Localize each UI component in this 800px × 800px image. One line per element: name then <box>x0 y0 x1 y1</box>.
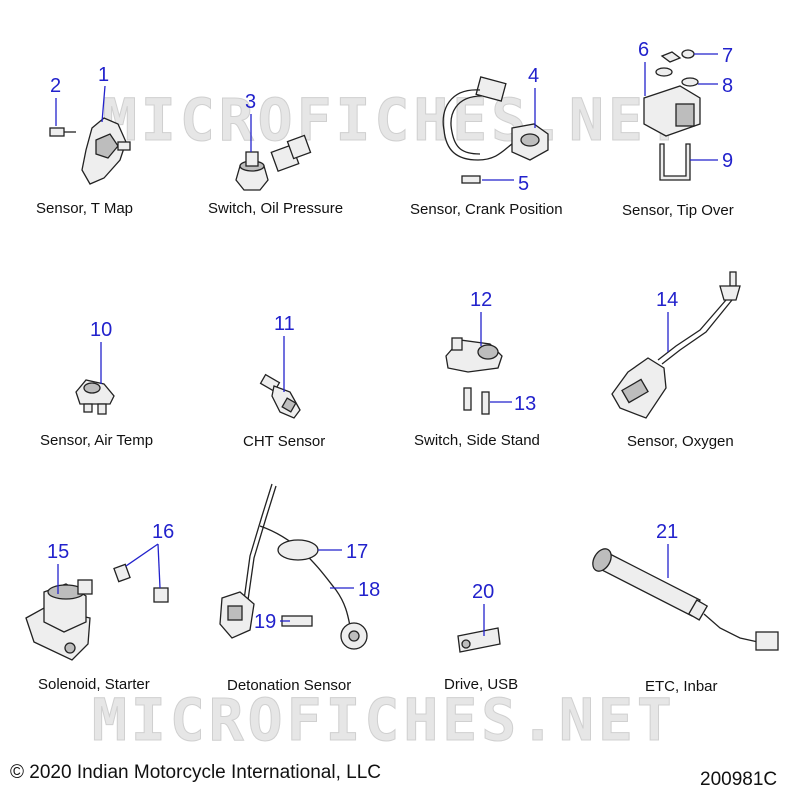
callout-15: 15 <box>47 541 69 563</box>
detonation-sensor-drawing <box>219 483 368 650</box>
label-etc: ETC, Inbar <box>645 678 718 695</box>
callout-3: 3 <box>245 91 256 113</box>
callout-12: 12 <box>470 289 492 311</box>
label-tipover: Sensor, Tip Over <box>622 202 734 219</box>
callout-8: 8 <box>722 75 733 97</box>
callout-7: 7 <box>722 45 733 67</box>
callout-11: 11 <box>274 313 295 335</box>
label-detonation: Detonation Sensor <box>227 677 351 694</box>
callout-5: 5 <box>518 173 529 195</box>
label-sidestand: Switch, Side Stand <box>414 432 540 449</box>
oil-pressure-switch-drawing <box>235 134 312 191</box>
label-oil: Switch, Oil Pressure <box>208 200 343 217</box>
label-oxygen: Sensor, Oxygen <box>627 433 734 450</box>
label-solenoid: Solenoid, Starter <box>38 676 150 693</box>
callout-17: 17 <box>346 541 368 563</box>
label-usb: Drive, USB <box>444 676 518 693</box>
label-airtemp: Sensor, Air Temp <box>40 432 153 449</box>
callout-16: 16 <box>152 521 174 543</box>
callout-19: 19 <box>254 611 276 633</box>
callout-4: 4 <box>528 65 539 87</box>
watermark-bottom: MICROFICHES.NET <box>92 686 676 754</box>
callout-13: 13 <box>514 393 536 415</box>
callout-20: 20 <box>472 581 494 603</box>
cht-sensor-drawing <box>259 373 301 419</box>
starter-solenoid-drawing <box>25 563 169 661</box>
oxygen-sensor-drawing <box>611 271 741 419</box>
watermark-top: MICROFICHES.NET <box>102 86 686 154</box>
tip-over-sensor-drawing <box>643 49 701 181</box>
label-tmap: Sensor, T Map <box>36 200 133 217</box>
callout-14: 14 <box>656 289 678 311</box>
callout-9: 9 <box>722 150 733 172</box>
callout-21: 21 <box>656 521 678 543</box>
label-crank: Sensor, Crank Position <box>410 201 563 218</box>
copyright-text: © 2020 Indian Motorcycle International, … <box>10 762 381 783</box>
side-stand-switch-drawing <box>445 337 503 415</box>
etc-inbar-drawing <box>592 548 779 651</box>
figure-code: 200981C <box>700 769 778 790</box>
callout-10: 10 <box>90 319 112 341</box>
tmap-sensor-drawing <box>49 117 131 185</box>
label-cht: CHT Sensor <box>243 433 325 450</box>
usb-drive-drawing <box>457 627 501 653</box>
callout-2: 2 <box>50 75 61 97</box>
callout-6: 6 <box>638 39 649 61</box>
callout-1: 1 <box>98 64 109 86</box>
callout-18: 18 <box>358 579 380 601</box>
crank-position-sensor-drawing <box>442 76 549 184</box>
air-temp-sensor-drawing <box>75 379 115 415</box>
